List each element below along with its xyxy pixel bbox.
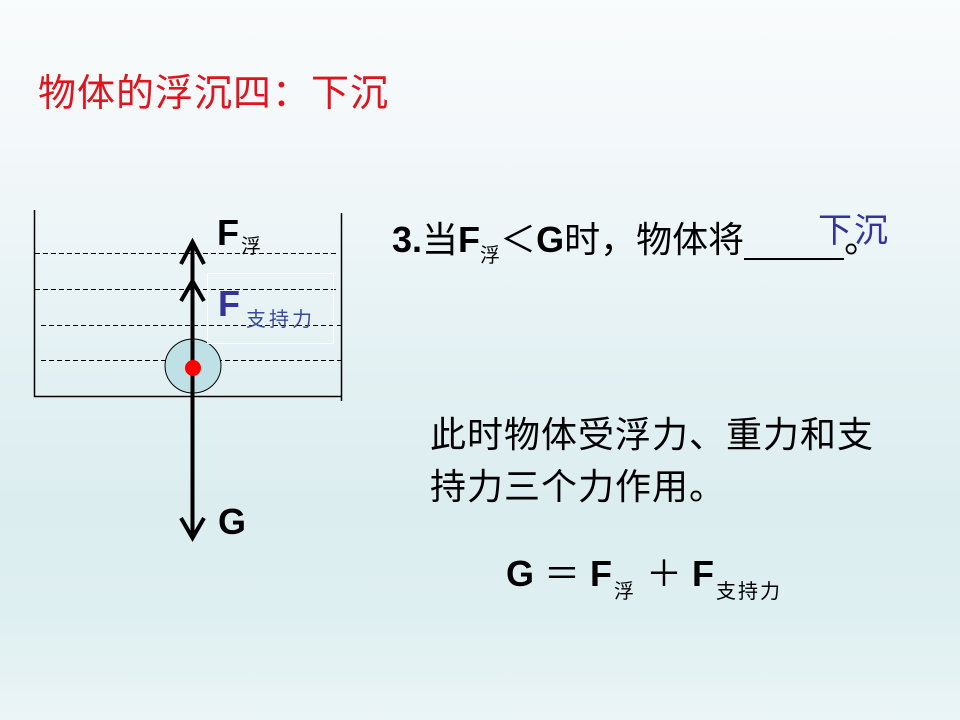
text-when: 当: [422, 220, 459, 261]
force-symbol: F: [217, 212, 239, 253]
force-subscript: 浮: [480, 243, 501, 267]
force-subscript: 支持力: [246, 307, 315, 331]
arrow-up-icon: [179, 276, 206, 302]
force-symbol: F: [218, 283, 240, 324]
force-subscript: 浮: [614, 579, 637, 603]
force-symbol: F: [692, 553, 715, 594]
answer-blank: [744, 222, 845, 260]
container-icon: [33, 210, 343, 401]
slide-title: 物体的浮沉四：下沉: [38, 71, 390, 115]
answer-text: 下沉: [818, 211, 890, 251]
force-subscript: 支持力: [716, 579, 783, 603]
arrow-down-icon: [179, 517, 206, 543]
condition-statement: 3.当F浮＜G时，物体将 。: [392, 219, 881, 266]
center-of-mass-dot: [185, 360, 201, 376]
less-than-sign: ＜: [500, 220, 537, 261]
force-symbol: F: [458, 219, 481, 260]
text-then: 时，物体将: [564, 220, 745, 261]
force-symbol: F: [590, 553, 613, 594]
equals-sign: ＝: [544, 554, 581, 595]
force-subscript: 浮: [241, 234, 261, 258]
gravity-symbol: G: [536, 219, 565, 260]
arrow-up-icon: [179, 237, 206, 265]
item-number: 3.: [392, 219, 423, 260]
description-text: 此时物体受浮力、重力和支持力三个力作用。: [430, 415, 875, 508]
plus-sign: ＋: [646, 554, 683, 595]
support-force-box: [207, 273, 334, 344]
period: 。: [844, 220, 881, 261]
gravity-force-label: G: [218, 501, 247, 542]
gravity-symbol: G: [506, 553, 535, 594]
